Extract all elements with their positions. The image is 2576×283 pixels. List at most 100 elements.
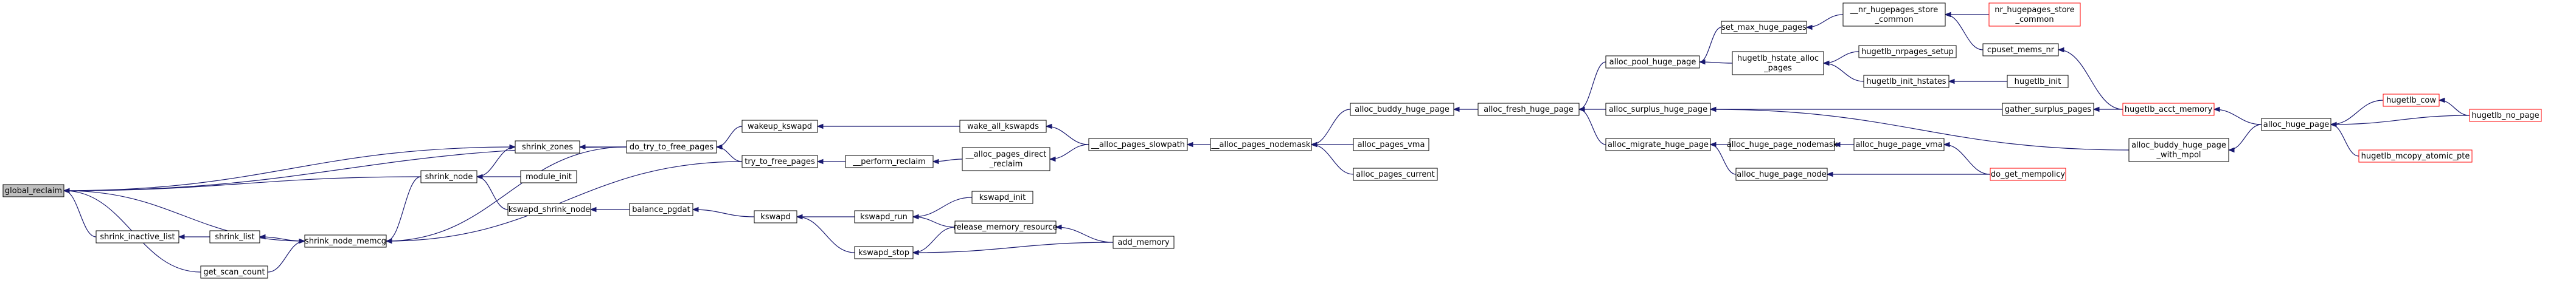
- node-hugetlb-mcopy-atomic-pte[interactable]: hugetlb_mcopy_atomic_pte: [2358, 149, 2473, 163]
- node-do-try-to-free-pages[interactable]: do_try_to_free_pages: [626, 140, 717, 154]
- node-shrink-node-memcg[interactable]: shrink_node_memcg: [304, 234, 387, 248]
- edge-arrowhead: [578, 144, 586, 150]
- node-shrink-zones[interactable]: shrink_zones: [515, 140, 580, 154]
- node-label: hugetlb_init: [2015, 77, 2061, 86]
- node-hugetlb-cow[interactable]: hugetlb_cow: [2383, 94, 2440, 107]
- node-label: alloc_pages_vma: [1358, 140, 1425, 149]
- node-label: release_memory_resource: [954, 223, 1058, 232]
- node-box: [1350, 103, 1454, 116]
- node-module-init[interactable]: module_init: [520, 170, 577, 183]
- node-get-scan-count[interactable]: get_scan_count: [200, 265, 268, 279]
- node-box: [95, 230, 179, 244]
- node-label: alloc_huge_page_vma: [1855, 140, 1942, 149]
- node-hugetlb-hstate-alloc-pages[interactable]: hugetlb_hstate_alloc_pages: [1732, 51, 1824, 75]
- node-hugetlb-no-page[interactable]: hugetlb_no_page: [2469, 109, 2542, 122]
- node-cpuset-mems-nr[interactable]: cpuset_mems_nr: [1982, 43, 2059, 56]
- edge-alloc-huge-page-to-hugetlb-acct-memory: [2213, 109, 2262, 125]
- node-balance-pgdat[interactable]: balance_pgdat: [629, 203, 693, 216]
- node-kswapd[interactable]: kswapd: [754, 210, 797, 223]
- node-box: [959, 120, 1047, 133]
- node-shrink-node[interactable]: shrink_node: [420, 170, 477, 183]
- node-alloc-buddy-huge-page[interactable]: alloc_buddy_huge_page: [1350, 103, 1454, 116]
- node-alloc-huge-page-node[interactable]: alloc_huge_page_node: [1735, 168, 1828, 181]
- node-label: alloc_pool_huge_page: [1609, 58, 1696, 67]
- node-hugetlb-init[interactable]: hugetlb_init: [2007, 75, 2069, 88]
- node-box: [854, 246, 914, 259]
- node-shrink-inactive-list[interactable]: shrink_inactive_list: [95, 230, 179, 244]
- node-alloc-pages-direct-reclaim[interactable]: __alloc_pages_direct_reclaim: [962, 147, 1050, 171]
- node-alloc-migrate-huge-page[interactable]: alloc_migrate_huge_page: [1605, 138, 1711, 151]
- node-label: _common: [1874, 15, 1913, 24]
- node-set-max-huge-pages[interactable]: set_max_huge_pages: [1721, 21, 1807, 34]
- node-label: alloc_huge_page_node: [1737, 170, 1826, 179]
- node-alloc-huge-page-nodemask[interactable]: alloc_huge_page_nodemask: [1727, 138, 1838, 151]
- node-try-to-free-pages[interactable]: try_to_free_pages: [741, 155, 818, 168]
- node-alloc-huge-page[interactable]: alloc_huge_page: [2261, 118, 2331, 131]
- edge-arrowhead: [2227, 147, 2235, 153]
- node-label: nr_hugepages_store: [1994, 5, 2074, 15]
- edge-hugetlb-no-page-to-hugetlb-cow: [2439, 100, 2470, 116]
- edge-set-max-huge-pages-to-alloc-pool-huge-page: [1699, 27, 1722, 63]
- node-label: shrink_inactive_list: [100, 233, 175, 242]
- node-box: [2122, 103, 2215, 116]
- node-label: do_get_mempolicy: [1991, 170, 2065, 179]
- node-box: [1088, 138, 1188, 151]
- node-label: alloc_surplus_huge_page: [1609, 105, 1707, 114]
- node-alloc-huge-page-vma[interactable]: alloc_huge_page_vma: [1853, 138, 1945, 151]
- node-hugetlb-nrpages-setup[interactable]: hugetlb_nrpages_setup: [1858, 45, 1957, 58]
- node-wakeup-kswapd[interactable]: wakeup_kswapd: [741, 120, 818, 133]
- node-box: [2128, 138, 2229, 162]
- node-alloc-fresh-huge-page[interactable]: alloc_fresh_huge_page: [1477, 103, 1580, 116]
- node-nr-hugepages-store-common[interactable]: __nr_hugepages_store_common: [1842, 2, 1946, 27]
- node-label: shrink_node: [425, 172, 473, 182]
- node-alloc-pages-nodemask[interactable]: __alloc_pages_nodemask: [1210, 138, 1312, 151]
- node-hugetlb-init-hstates[interactable]: hugetlb_init_hstates: [1863, 75, 1949, 88]
- edge-kswapd-stop-to-kswapd: [796, 216, 855, 253]
- node-nr-hugepages-store-common-red[interactable]: nr_hugepages_store_common: [1988, 2, 2081, 27]
- node-label: __alloc_pages_nodemask: [1211, 140, 1311, 149]
- node-kswapd-init[interactable]: kswapd_init: [971, 191, 1033, 204]
- node-box: [2, 184, 64, 197]
- node-alloc-pages-current[interactable]: alloc_pages_current: [1353, 168, 1438, 181]
- node-box: [2358, 149, 2473, 163]
- node-wake-all-kswapds[interactable]: wake_all_kswapds: [959, 120, 1047, 133]
- node-box: [200, 265, 268, 279]
- node-label: _with_mpol: [2156, 151, 2201, 160]
- node-kswapd-shrink-node[interactable]: kswapd_shrink_node: [507, 203, 591, 216]
- node-label: _pages: [1763, 64, 1792, 73]
- node-alloc-pages-slowpath[interactable]: __alloc_pages_slowpath: [1088, 138, 1188, 151]
- node-alloc-pool-huge-page[interactable]: alloc_pool_huge_page: [1605, 55, 1700, 69]
- node-label: kswapd_init: [979, 193, 1026, 202]
- node-label: wake_all_kswapds: [967, 122, 1039, 131]
- edge-arrowhead: [476, 174, 483, 180]
- node-label: hugetlb_mcopy_atomic_pte: [2361, 152, 2470, 161]
- node-kswapd-stop[interactable]: kswapd_stop: [854, 246, 914, 259]
- node-kswapd-run[interactable]: kswapd_run: [854, 210, 914, 223]
- node-gather-surplus-pages[interactable]: gather_surplus_pages: [2002, 103, 2094, 116]
- node-label: alloc_pages_current: [1356, 170, 1434, 179]
- edge-shrink-node-to-global-reclaim: [63, 176, 422, 191]
- node-global-reclaim[interactable]: global_reclaim: [2, 184, 64, 197]
- node-box: [954, 220, 1057, 234]
- node-label: shrink_list: [215, 233, 254, 242]
- node-box: [1353, 168, 1438, 181]
- node-alloc-surplus-huge-page[interactable]: alloc_surplus_huge_page: [1605, 103, 1711, 116]
- node-box: [1605, 55, 1700, 69]
- node-alloc-buddy-huge-page-with-mpol[interactable]: alloc_buddy_huge_page_with_mpol: [2128, 138, 2229, 162]
- node-add-memory[interactable]: add_memory: [1113, 236, 1175, 249]
- node-hugetlb-acct-memory[interactable]: hugetlb_acct_memory: [2122, 103, 2215, 116]
- node-label: module_init: [526, 172, 572, 182]
- node-box: [1113, 236, 1175, 249]
- edge-arrowhead: [1822, 60, 1830, 66]
- edge-shrink-inactive-list-to-global-reclaim: [63, 190, 97, 237]
- node-box: [420, 170, 477, 183]
- node-shrink-list[interactable]: shrink_list: [209, 230, 260, 244]
- node-alloc-pages-vma[interactable]: alloc_pages_vma: [1353, 138, 1429, 151]
- node-label: alloc_huge_page_nodemask: [1727, 140, 1838, 149]
- node-do-get-mempolicy[interactable]: do_get_mempolicy: [1990, 168, 2066, 181]
- node-label: get_scan_count: [203, 268, 265, 277]
- edge-arrowhead: [796, 214, 803, 220]
- node-perform-reclaim[interactable]: __perform_reclaim: [845, 155, 934, 168]
- edge-arrowhead: [259, 234, 266, 240]
- node-release-memory-resource[interactable]: release_memory_resource: [954, 220, 1058, 234]
